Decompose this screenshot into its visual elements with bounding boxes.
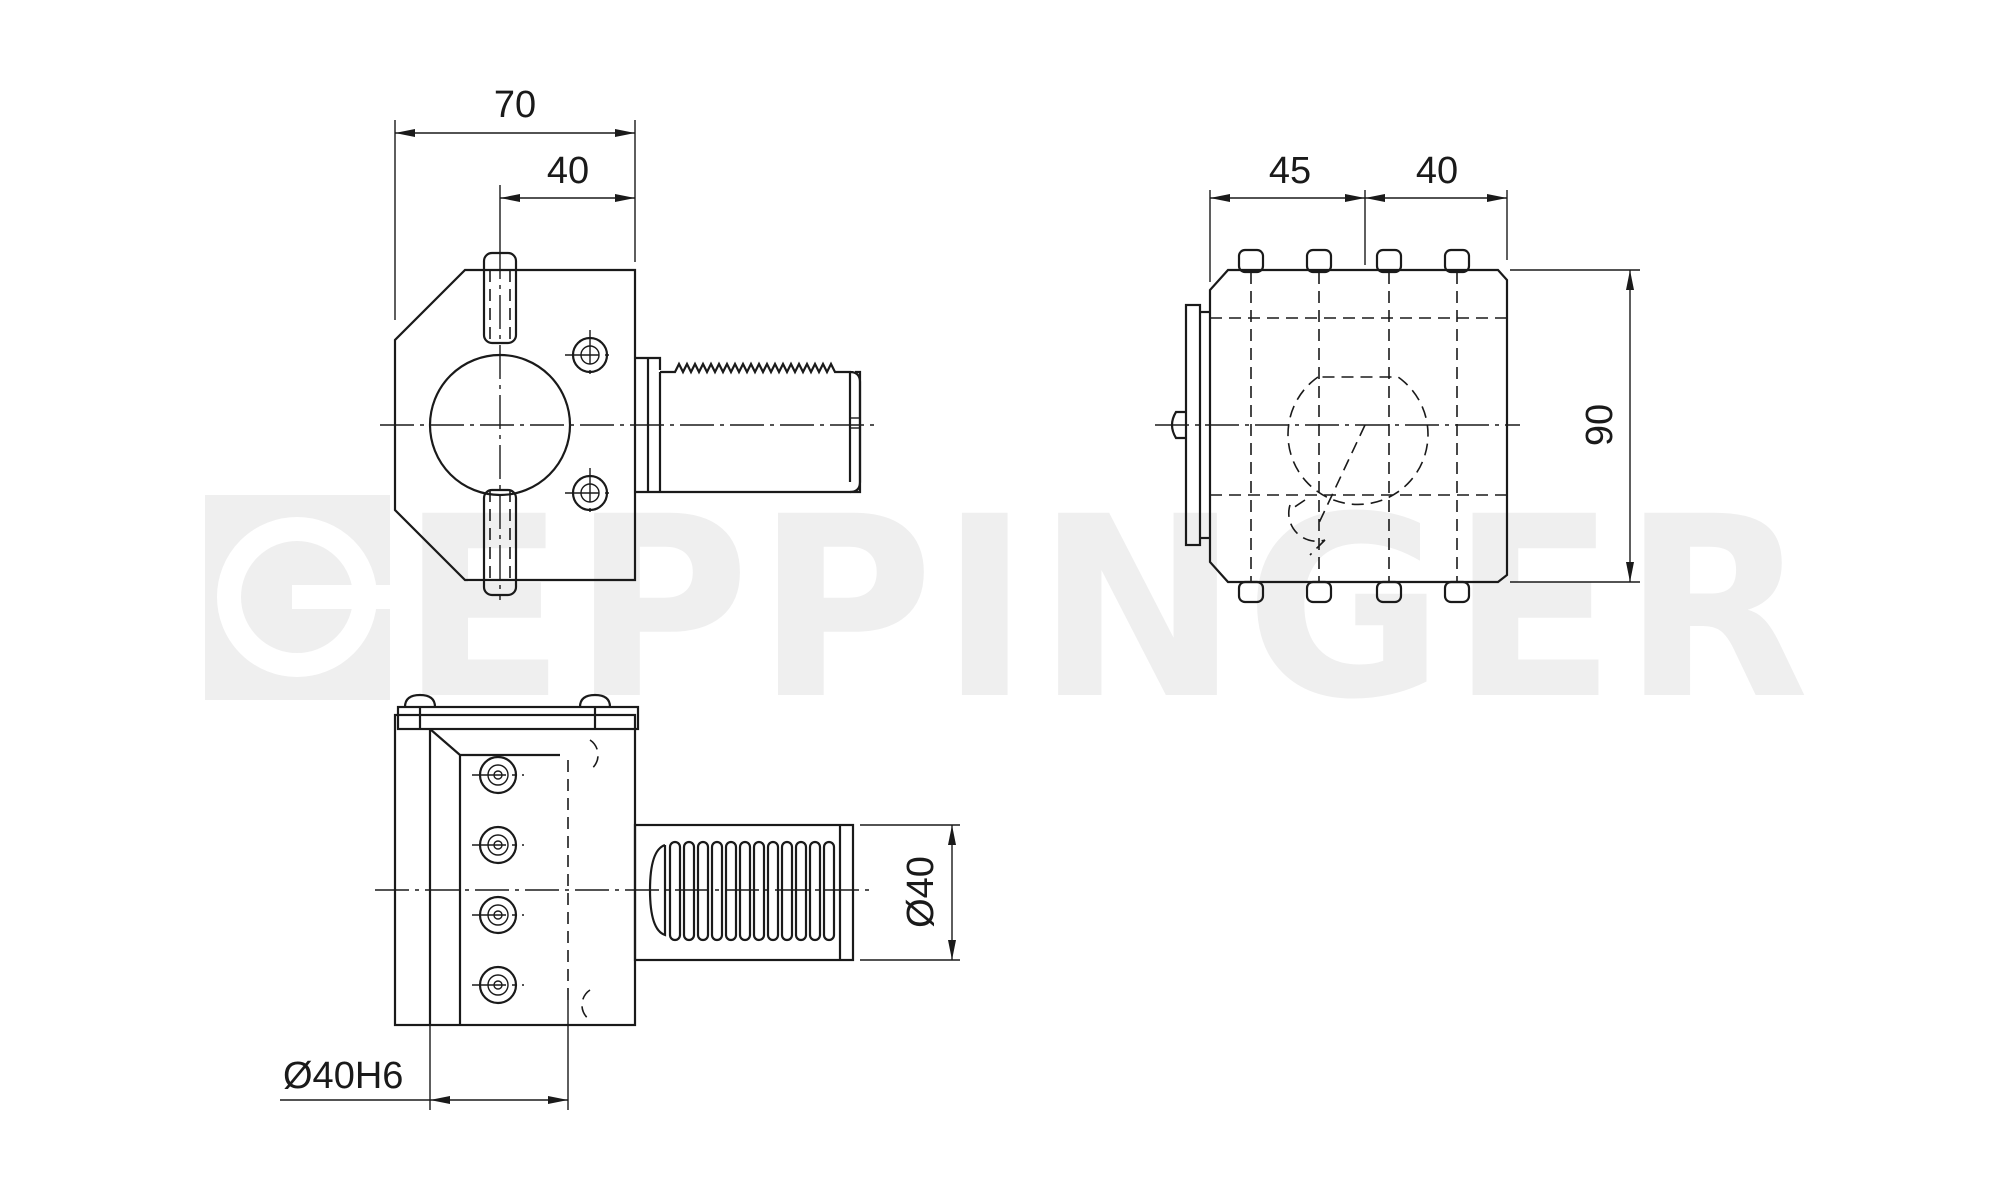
- dim-right-spacing: 40: [1416, 150, 1458, 192]
- watermark-text: EPPINGER: [400, 463, 1815, 754]
- hidden-bore: [1287, 376, 1429, 506]
- end-view-body: [1208, 268, 1509, 584]
- dim-overall-width: 70: [494, 84, 536, 126]
- dim-shank-length: 40: [547, 150, 589, 192]
- side-view: 70 40: [380, 84, 880, 600]
- watermark: EPPINGER: [205, 463, 1815, 754]
- plate-screw-right: [578, 693, 612, 708]
- end-view-top-bolts: [1237, 248, 1471, 274]
- dim-shank-diameter: Ø40: [900, 856, 942, 928]
- dim-left-spacing: 45: [1269, 150, 1311, 192]
- side-view-body: [393, 268, 637, 582]
- watermark-logo: [205, 495, 390, 700]
- end-view: 45 40 90: [1155, 150, 1640, 604]
- plate-screw-left: [403, 693, 437, 708]
- rack-teeth: [668, 840, 836, 942]
- dim-bore: Ø40H6: [283, 1055, 403, 1097]
- clamp-screws: [478, 755, 518, 1005]
- plan-view: Ø40 Ø40H6: [280, 693, 960, 1110]
- shank-serration: [660, 361, 845, 375]
- dim-height: 90: [1579, 404, 1621, 446]
- top-plate: [396, 705, 640, 731]
- plan-shank: [633, 823, 855, 962]
